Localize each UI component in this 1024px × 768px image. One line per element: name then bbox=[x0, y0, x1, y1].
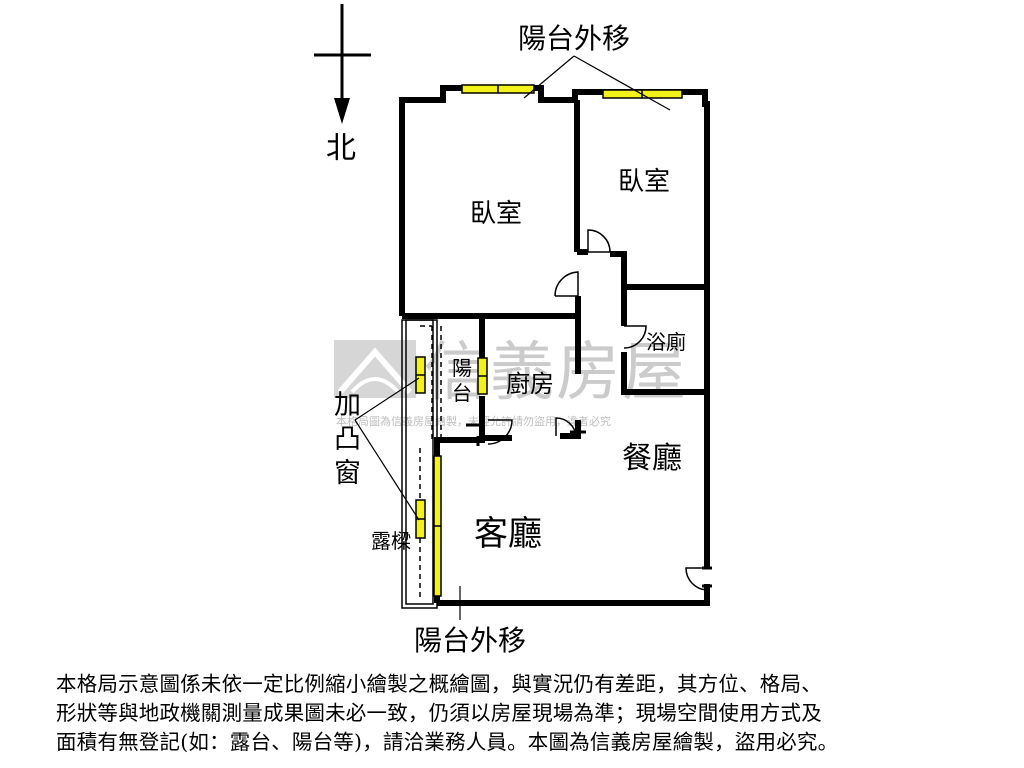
label-bathroom: 浴廁 bbox=[646, 330, 686, 354]
label-balcony-moved-bottom: 陽台外移 bbox=[414, 624, 526, 657]
leader-lines bbox=[354, 55, 671, 620]
door-bedroom-left bbox=[554, 271, 579, 297]
disclaimer-line-2: 形狀等與地政機關測量成果圖未必一致，仍須以房屋現場為準；現場空間使用方式及 bbox=[56, 701, 822, 725]
label-bay-window-3: 窗 bbox=[334, 458, 361, 489]
label-bay-window-2: 凸 bbox=[334, 424, 361, 455]
door-bathroom bbox=[623, 325, 647, 349]
floor-plan: 北 信義房屋 本格局圖為信義房屋繪製，未經允許請勿盜用，違者必究 bbox=[314, 4, 712, 657]
watermark-brand: 信義房屋 bbox=[424, 336, 688, 410]
north-arrow-icon bbox=[314, 4, 371, 124]
label-bedroom-left: 臥室 bbox=[470, 199, 522, 229]
north-label: 北 bbox=[326, 131, 356, 166]
label-bedroom-right: 臥室 bbox=[618, 167, 670, 197]
label-dining: 餐廳 bbox=[622, 441, 682, 476]
label-balcony-a: 陽 bbox=[452, 356, 472, 380]
disclaimer-line-1: 本格局示意圖係未依一定比例縮小繪製之概繪圖，與實況仍有差距，其方位、格局、 bbox=[56, 672, 822, 696]
door-balcony bbox=[487, 419, 513, 445]
disclaimer: 本格局示意圖係未依一定比例縮小繪製之概繪圖，與實況仍有差距，其方位、格局、 形狀… bbox=[56, 670, 986, 757]
label-balcony-b: 台 bbox=[452, 381, 472, 405]
label-kitchen: 廚房 bbox=[506, 370, 554, 398]
label-balcony-moved-top: 陽台外移 bbox=[518, 22, 630, 55]
label-living: 客廳 bbox=[474, 514, 542, 554]
disclaimer-line-3: 面積有無登記(如：露台、陽台等)，請洽業務人員。本圖為信義房屋繪製，盜用必究。 bbox=[56, 730, 839, 754]
label-bay-window-1: 加 bbox=[334, 390, 361, 421]
door-jambs bbox=[466, 423, 586, 446]
door-bedroom-right bbox=[587, 229, 611, 253]
label-terrace: 露樑 bbox=[371, 529, 411, 553]
watermark-notice: 本格局圖為信義房屋繪製，未經允許請勿盜用，違者必究 bbox=[336, 414, 611, 428]
door-entrance bbox=[685, 567, 708, 591]
